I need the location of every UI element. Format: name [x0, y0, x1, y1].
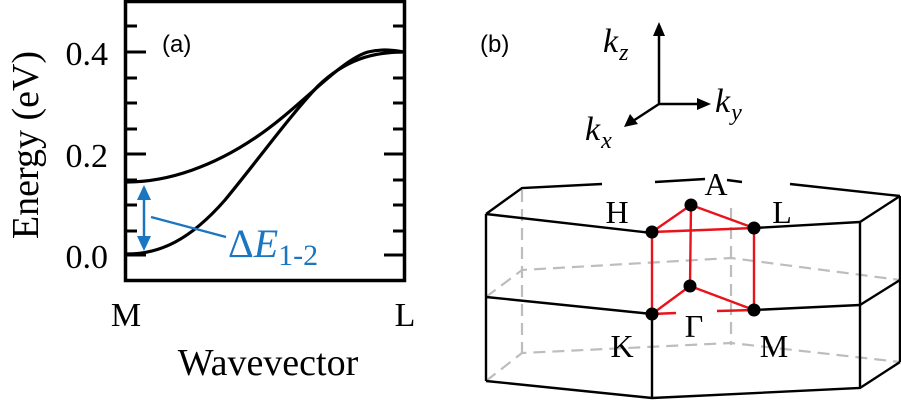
point-l — [747, 221, 761, 235]
point-k — [645, 307, 659, 321]
energy-subscript: 1-2 — [278, 239, 318, 272]
kx-arrow-icon — [624, 114, 638, 127]
label-gamma: Γ — [685, 308, 704, 344]
point-a — [684, 198, 698, 212]
left-ticks — [126, 24, 146, 257]
ytick-label-0.4: 0.4 — [66, 36, 109, 73]
x-axis-title: Wavevector — [178, 342, 359, 384]
point-m — [747, 303, 761, 317]
band-lower — [126, 50, 405, 256]
panel-b: (b) kz ky kx — [480, 22, 901, 400]
label-m: M — [760, 328, 788, 364]
panel-a-label: (a) — [162, 31, 191, 58]
right-ticks — [384, 24, 404, 257]
label-a: A — [704, 166, 727, 202]
label-k: K — [610, 328, 633, 364]
point-gamma — [683, 279, 697, 293]
band-upper — [126, 48, 405, 184]
y-axis-title: Energy (eV) — [5, 51, 47, 239]
delta-symbol: Δ — [228, 221, 254, 266]
high-symmetry-points — [645, 198, 761, 321]
kz-label: kz — [603, 23, 629, 66]
ytick-label-0.0: 0.0 — [66, 239, 109, 276]
delta-e-annotation: ΔE1-2 — [137, 185, 318, 272]
panel-a: Energy (eV) 0.4 0.2 0.0 — [5, 0, 416, 384]
arrow-down-icon — [137, 236, 151, 251]
ky-label: ky — [715, 83, 742, 126]
label-h: H — [605, 194, 628, 230]
point-h — [645, 225, 659, 239]
plot-frame — [123, 0, 407, 283]
high-symmetry-path — [650, 203, 756, 316]
bz-visible-edges — [484, 177, 901, 400]
xtick-label-m: M — [111, 297, 141, 334]
kz-arrow-icon — [653, 22, 665, 36]
label-l: L — [772, 194, 792, 230]
energy-symbol: E — [253, 221, 278, 266]
ytick-label-0.2: 0.2 — [66, 138, 109, 175]
svg-text:ΔE1-2: ΔE1-2 — [228, 221, 318, 272]
k-axes: kz ky kx — [585, 22, 742, 154]
xtick-label-l: L — [395, 297, 416, 334]
panel-b-label: (b) — [480, 31, 509, 58]
ky-arrow-icon — [697, 98, 711, 110]
leader-line — [150, 215, 227, 239]
kx-label: kx — [585, 111, 612, 154]
arrow-up-icon — [137, 185, 151, 200]
